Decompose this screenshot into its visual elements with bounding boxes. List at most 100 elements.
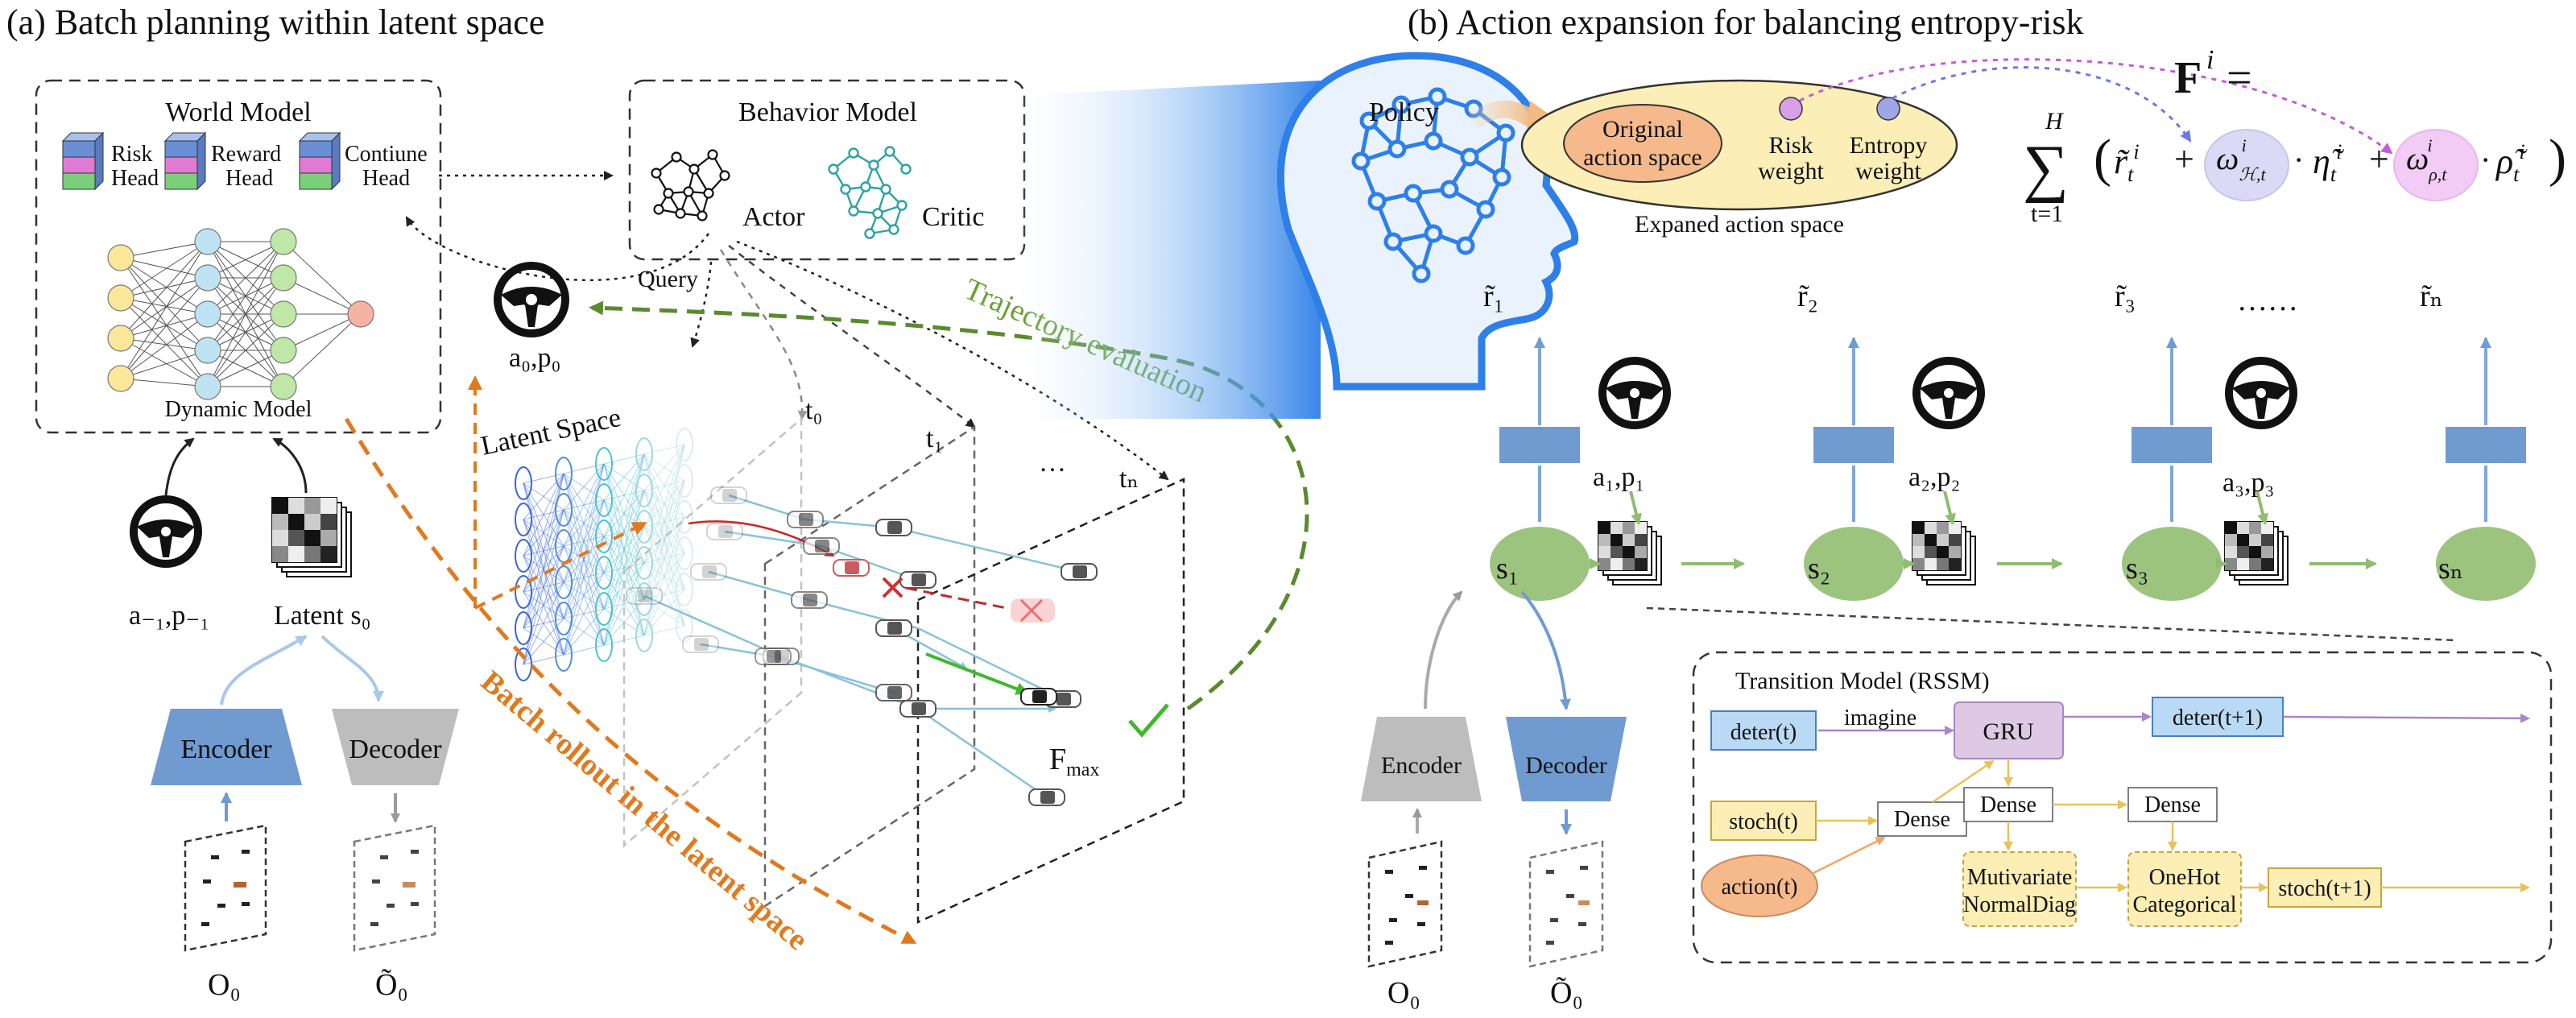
grid-cell (1623, 522, 1635, 534)
actor-to-tn-connector (736, 240, 1169, 481)
query-label: Query (638, 266, 698, 292)
obs-recon-label-b: Õ₀ (1550, 976, 1583, 1010)
car-icon (626, 587, 663, 605)
dense-box-2 (1963, 787, 2053, 822)
state-to-decoder-arrow (1520, 590, 1571, 710)
mvn-box (1962, 851, 2077, 927)
brain-node (1383, 232, 1403, 251)
car-body (682, 635, 719, 653)
dense-label-2: Dense (1980, 792, 2036, 817)
grid-cell (1925, 546, 1937, 558)
policy-beam (994, 81, 1321, 419)
state-grid-stack (2224, 521, 2289, 586)
gru-label: GRU (1983, 718, 2034, 745)
grid-cell (2261, 546, 2273, 558)
grid-cell (2237, 522, 2249, 534)
wheel-hub (2253, 385, 2269, 401)
deter-t1-label: deter(t+1) (2173, 706, 2263, 730)
grid-cell (1635, 534, 1647, 546)
state-node (2122, 527, 2222, 601)
obs-recon-label-a: Õ₀ (375, 968, 408, 1002)
nn-node (270, 337, 297, 364)
trajectory-evaluation-arrow (589, 300, 1309, 711)
nn-node (270, 264, 297, 292)
continue-head-cube-icon (298, 131, 341, 191)
reward-head-label-2: Head (225, 166, 273, 191)
brain-node (1359, 111, 1379, 130)
car-icon (682, 635, 719, 653)
car-roof (887, 686, 902, 699)
grid-cell (2225, 558, 2237, 570)
latent-node (555, 638, 573, 672)
state-label-n: sₙ (2438, 552, 2463, 586)
latent-node (595, 519, 613, 553)
critic-node (900, 163, 912, 175)
car-roof (767, 650, 781, 663)
action-to-dense-arrow (1811, 836, 1886, 875)
brain-node (1424, 131, 1443, 151)
state-node (2436, 527, 2536, 601)
latent-node (555, 493, 573, 527)
latent-edge (523, 654, 564, 665)
latent-s0-label: Latent s₀ (274, 601, 370, 631)
nn-edge (120, 350, 209, 379)
nn-edge (207, 241, 284, 351)
actor-node (653, 204, 664, 215)
time-slice-t0 (622, 416, 803, 848)
latent-node (555, 457, 573, 490)
grid-cell (2249, 546, 2261, 558)
risk-weight-dot (1779, 97, 1803, 121)
decoder-label-b: Decoder (1525, 752, 1607, 779)
dynamic-model-label: Dynamic Model (165, 397, 312, 422)
reward-label-n: r̃ₙ (2420, 279, 2443, 313)
observation-image-a (184, 824, 267, 952)
grid-cell (2225, 534, 2237, 546)
reconstructed-observation-image-a (353, 824, 436, 952)
car-roof (638, 590, 652, 602)
car-icon (791, 591, 828, 609)
latent-edge (523, 473, 564, 665)
grid-cell (320, 546, 337, 562)
brain-node (1456, 236, 1475, 255)
critic-node (828, 163, 839, 175)
nn-edge (120, 257, 209, 387)
grid-cell (320, 514, 337, 530)
latent-edge (523, 473, 564, 484)
onehot-label-1: OneHot (2149, 865, 2221, 890)
steering-wheel-icon (494, 262, 569, 337)
car-roof (803, 594, 817, 606)
trajectory-line (700, 643, 1048, 799)
latent-node (635, 546, 653, 580)
actor-to-world-connector (405, 216, 710, 281)
panel-b-title: (b) Action expansion for balancing entro… (1408, 2, 2083, 42)
behavior-model-box: Behavior Model Actor Critic (628, 79, 1026, 261)
latent-to-decoder-arrow (320, 635, 384, 702)
brain-node (1351, 151, 1371, 171)
query-arrow (690, 261, 713, 348)
nn-node (270, 300, 297, 328)
grid-cell (1623, 546, 1635, 558)
nn-node (107, 284, 134, 312)
grid-cell (1635, 522, 1647, 534)
t1-label: t₁ (926, 424, 943, 453)
actor-node (688, 163, 700, 175)
car-roof (845, 561, 859, 574)
r-tilde-term: r̃ti (2114, 140, 2140, 186)
actor-to-t1-connector (728, 245, 976, 428)
latent-space-network-icon (515, 428, 693, 681)
nn-edge (120, 257, 209, 351)
nn-edge (120, 277, 209, 379)
rssm-zoom-line (1646, 606, 2457, 642)
action-label-3: a₃,p₃ (2222, 468, 2274, 498)
grid-cell (1949, 558, 1961, 570)
car-icon (875, 684, 912, 701)
trajectory-line (728, 494, 1081, 575)
latent-edge (563, 644, 605, 656)
nn-edge (283, 313, 362, 351)
grid-cell (1598, 546, 1611, 558)
action-to-grid-arrow (2256, 490, 2268, 525)
car-icon (1028, 788, 1065, 806)
reward-head-box (1499, 427, 1580, 463)
batch-rollout-arrow (344, 417, 917, 945)
grid-cell (272, 530, 288, 546)
